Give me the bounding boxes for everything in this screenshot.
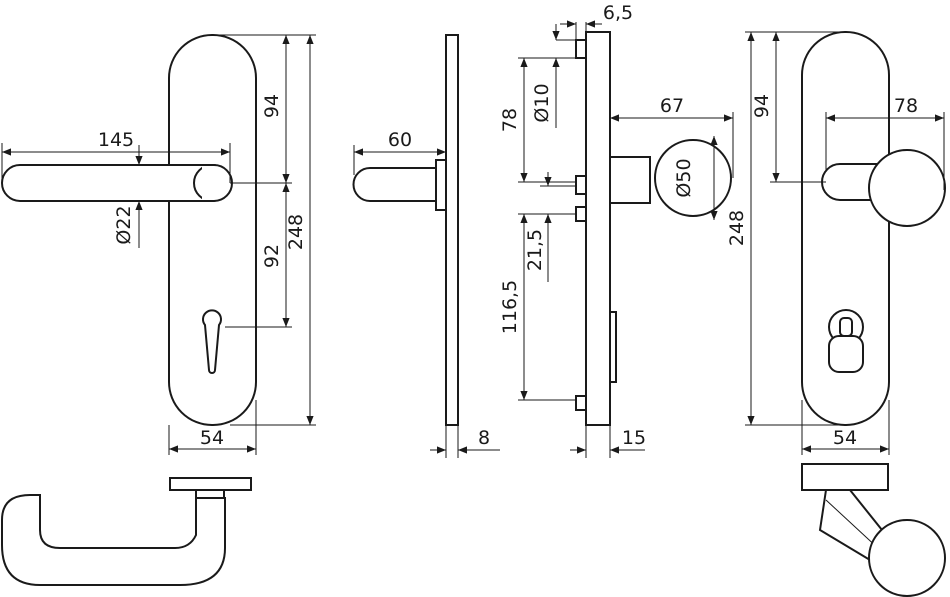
dim-knob-projection: 67 — [660, 95, 684, 117]
knob-front — [868, 149, 946, 227]
dim-lower-screw-offset: 21,5 — [524, 229, 546, 271]
dim-plate-width-left: 54 — [200, 427, 224, 449]
side-plate — [445, 34, 459, 426]
dim-plate-width-right: 54 — [833, 427, 857, 449]
dim-plate-thickness: 8 — [478, 427, 490, 449]
dim-knob-width-right: 78 — [894, 95, 918, 117]
dim-knob-diameter: Ø50 — [673, 158, 695, 197]
dim-lever-diameter: Ø22 — [113, 205, 135, 244]
dim-side-projection: 60 — [388, 129, 412, 151]
keyhole-icon — [202, 309, 222, 374]
dim-axis-to-cylinder: 92 — [261, 244, 283, 268]
knob-side-view: 6,5 Ø10 78 67 Ø50 21,5 116,5 — [499, 2, 734, 458]
knob-side-plate — [585, 31, 611, 426]
dim-top-to-axis-left: 94 — [261, 94, 283, 118]
dim-rose-thickness: 15 — [622, 427, 646, 449]
lever-side-view: 60 8 — [352, 34, 500, 458]
lever-arm-end — [202, 164, 233, 202]
lever-top-view — [1, 477, 252, 586]
knob-top — [868, 519, 946, 597]
dim-plate-height-right: 248 — [726, 210, 748, 246]
knob-top-view — [801, 463, 946, 597]
dim-screw-diameter: Ø10 — [531, 83, 553, 122]
lever-front-view: 145 Ø22 54 94 92 248 — [1, 34, 316, 455]
dim-lower-screw-spacing: 116,5 — [499, 280, 521, 334]
dim-screw-spacing-top: 78 — [499, 108, 521, 132]
dim-plate-height-left: 248 — [285, 214, 307, 250]
dim-lever-length: 145 — [98, 129, 134, 151]
dim-screw-offset: 6,5 — [603, 2, 633, 24]
knob-front-view: 94 78 248 54 — [726, 31, 946, 455]
dim-top-to-axis-right: 94 — [751, 94, 773, 118]
lever-u-profile — [1, 494, 226, 586]
